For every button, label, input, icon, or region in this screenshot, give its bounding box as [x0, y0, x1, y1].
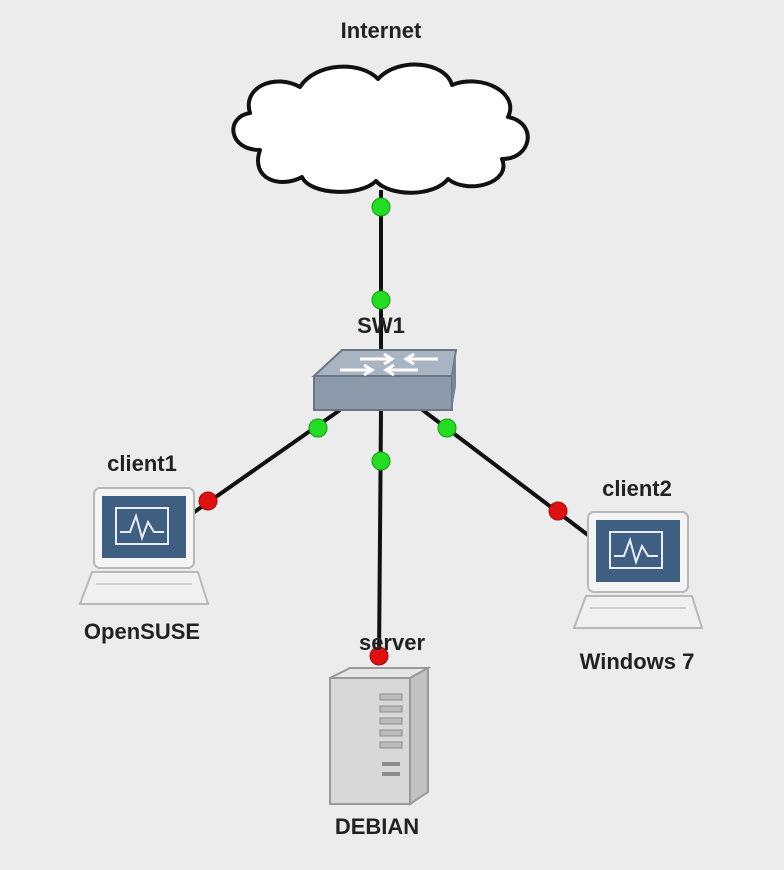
client2-label: client2 [602, 476, 672, 501]
internet-label: Internet [340, 18, 422, 43]
client1-computer-icon[interactable] [78, 486, 210, 608]
server-tower-icon[interactable] [326, 666, 432, 808]
server-label: server [358, 630, 426, 655]
link-status-dot [548, 501, 568, 521]
link-status-dot [308, 418, 328, 438]
client1-label: client1 [107, 451, 177, 476]
client2-computer-icon[interactable] [572, 510, 704, 632]
switch-icon[interactable] [310, 346, 458, 416]
link-status-dot [371, 290, 391, 310]
client1-os-label: OpenSUSE [83, 619, 201, 644]
internet-cloud-icon[interactable] [220, 55, 540, 195]
link-status-dot [198, 491, 218, 511]
link-status-dot [371, 451, 391, 471]
link-status-dot [369, 646, 389, 666]
switch-label: SW1 [357, 313, 405, 338]
link-status-dot [371, 197, 391, 217]
server-os-label: DEBIAN [334, 814, 420, 839]
client2-os-label: Windows 7 [579, 649, 695, 674]
link-status-dot [437, 418, 457, 438]
link-sw1-server [377, 409, 383, 661]
